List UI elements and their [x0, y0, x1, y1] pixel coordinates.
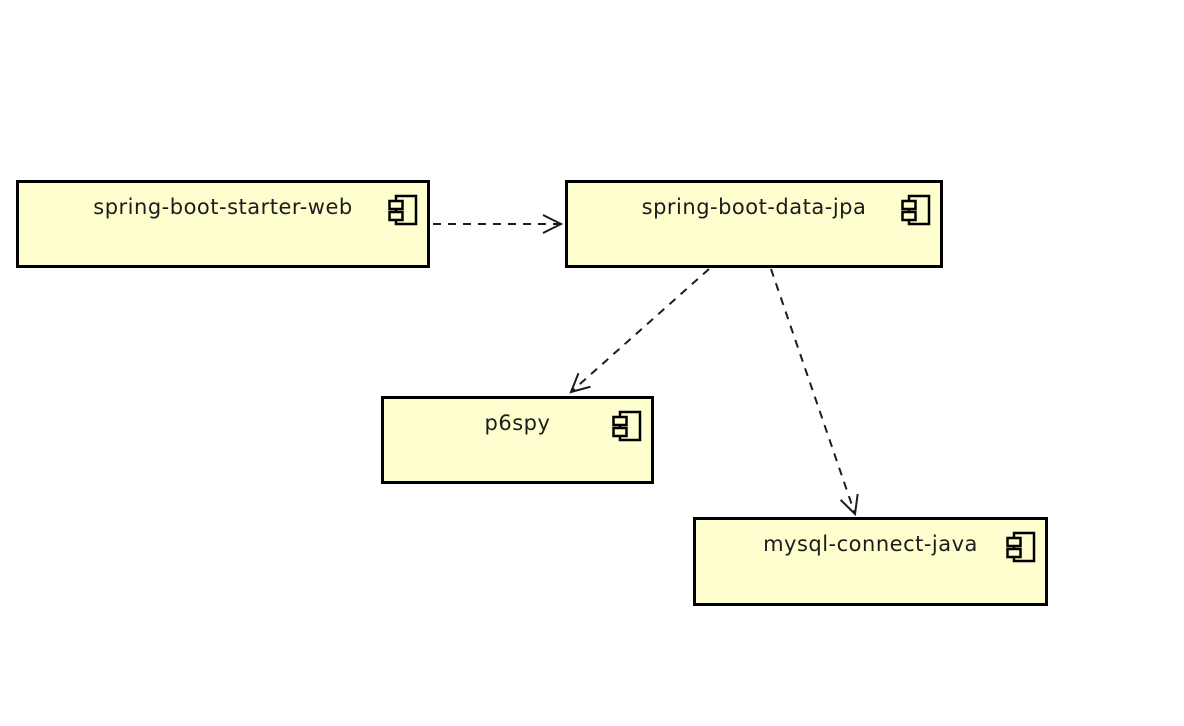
dependency-edge-jpa-to-p6spy	[569, 268, 710, 394]
component-icon	[612, 410, 642, 442]
component-node-p6spy: p6spy	[381, 396, 654, 484]
component-label: mysql-connect-java	[763, 532, 978, 556]
component-node-mysql-connect-java: mysql-connect-java	[693, 517, 1048, 606]
component-icon	[1006, 531, 1036, 563]
component-label: spring-boot-starter-web	[93, 195, 353, 219]
component-label: p6spy	[484, 411, 551, 435]
component-icon	[388, 194, 418, 226]
component-node-spring-boot-starter-web: spring-boot-starter-web	[16, 180, 430, 268]
dependency-edge-jpa-to-mysql	[770, 268, 859, 517]
component-label: spring-boot-data-jpa	[641, 195, 867, 219]
component-node-spring-boot-data-jpa: spring-boot-data-jpa	[565, 180, 943, 268]
component-icon	[901, 194, 931, 226]
